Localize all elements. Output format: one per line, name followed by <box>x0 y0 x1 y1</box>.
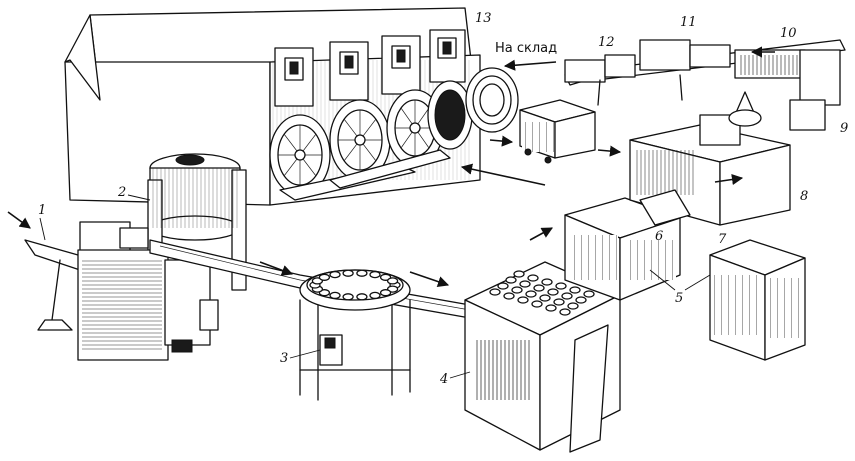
can <box>525 290 537 298</box>
open-autoclave <box>427 67 519 150</box>
can <box>531 300 543 308</box>
callout-1: 1 <box>38 203 46 218</box>
can <box>517 296 529 304</box>
can <box>545 304 557 312</box>
callout-13: 13 <box>475 11 492 26</box>
callout-5: 5 <box>675 291 683 306</box>
can <box>511 286 523 294</box>
callout-9: 9 <box>840 121 848 136</box>
can <box>369 291 381 300</box>
callout-3: 3 <box>280 351 288 366</box>
can <box>567 302 579 310</box>
callouts: 1 2 3 4 5 6 7 8 9 10 11 12 13 <box>38 11 848 387</box>
can <box>505 276 517 284</box>
control-panel-a <box>274 47 314 107</box>
can <box>342 293 354 301</box>
can <box>519 280 531 288</box>
labeling-line <box>564 39 846 131</box>
can <box>527 274 539 282</box>
basket-5b <box>709 239 806 361</box>
cart <box>519 99 596 164</box>
can <box>541 278 553 286</box>
can <box>513 270 525 278</box>
warehouse-label: На склад <box>495 41 557 56</box>
can <box>329 291 341 300</box>
cooler-7-8 <box>629 114 791 226</box>
can <box>369 270 381 279</box>
can <box>497 282 509 290</box>
can <box>503 292 515 300</box>
basket-loader-4 <box>464 261 621 453</box>
callout-2: 2 <box>117 185 126 200</box>
can <box>539 294 551 302</box>
can <box>356 293 368 301</box>
can <box>356 269 368 277</box>
flow-arrows <box>7 46 775 288</box>
can <box>329 270 341 279</box>
callout-4: 4 <box>439 372 448 387</box>
infeed-1 <box>24 221 219 361</box>
control-panel-b <box>329 41 369 101</box>
can <box>561 292 573 300</box>
autoclave-door-1 <box>269 114 331 196</box>
can <box>547 288 559 296</box>
callout-10: 10 <box>780 26 797 41</box>
control-panel-d <box>429 29 466 83</box>
rotary-table-3 <box>299 269 411 401</box>
can <box>553 298 565 306</box>
can <box>489 288 501 296</box>
callout-7: 7 <box>718 232 727 247</box>
can <box>569 286 581 294</box>
can <box>318 273 331 281</box>
can <box>386 277 399 285</box>
callout-11: 11 <box>680 15 697 30</box>
callout-8: 8 <box>800 189 808 204</box>
can <box>533 284 545 292</box>
can <box>575 296 587 304</box>
sterilizer-unit-13 <box>64 7 519 206</box>
can <box>379 289 392 297</box>
can <box>559 308 571 316</box>
callout-12: 12 <box>598 35 615 50</box>
can <box>583 290 595 298</box>
can <box>342 269 354 277</box>
can <box>555 282 567 290</box>
basket-5a <box>564 197 681 301</box>
control-panel-c <box>381 35 421 95</box>
callout-6: 6 <box>655 229 663 244</box>
